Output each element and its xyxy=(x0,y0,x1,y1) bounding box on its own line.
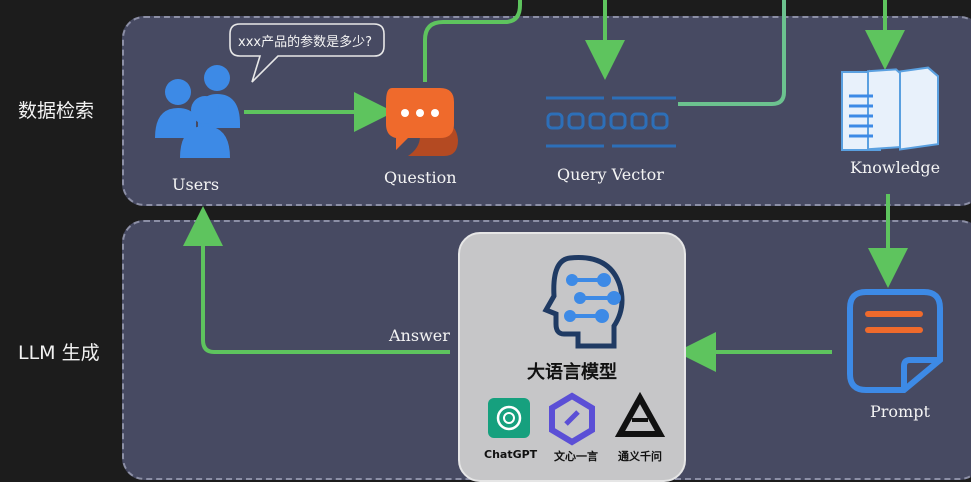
answer-label: Answer xyxy=(389,326,450,345)
answer-to-users-arrow xyxy=(183,206,450,354)
users-icon xyxy=(155,65,240,158)
query-vector-icon xyxy=(546,96,676,148)
question-outgoing-arrow xyxy=(423,0,522,82)
users-label: Users xyxy=(172,175,220,194)
flow-arrows xyxy=(183,0,908,372)
wenxin-logo-icon xyxy=(549,392,595,446)
question-label: Question xyxy=(384,168,457,187)
ai-brain-head-icon xyxy=(542,255,625,349)
llm-title: 大语言模型 xyxy=(527,362,617,383)
chatgpt-logo-icon xyxy=(488,398,530,438)
knowledge-label: Knowledge xyxy=(850,158,941,177)
speech-bubble-icon xyxy=(229,23,385,83)
user-question-text: xxx产品的参数是多少? xyxy=(238,35,372,50)
query-vector-label: Query Vector xyxy=(557,165,664,184)
model-label-wenxin: 文心一言 xyxy=(554,450,598,463)
query-vector-outgoing-arrow xyxy=(678,0,786,106)
question-chat-icon xyxy=(386,88,458,156)
prompt-label: Prompt xyxy=(870,402,930,421)
model-label-tongyi: 通义千问 xyxy=(618,450,662,463)
data-retrieval-section-label: 数据检索 xyxy=(18,100,95,122)
llm-box: 大语言模型 ChatGPT 文心一言 通义千问 xyxy=(458,232,686,482)
model-label-chatgpt: ChatGPT xyxy=(484,448,538,461)
knowledge-documents-icon xyxy=(841,66,939,151)
tongyi-logo-icon xyxy=(614,391,666,437)
llm-generation-section-label: LLM 生成 xyxy=(18,342,100,364)
model-logos xyxy=(488,391,666,446)
prompt-document-icon xyxy=(847,289,943,393)
